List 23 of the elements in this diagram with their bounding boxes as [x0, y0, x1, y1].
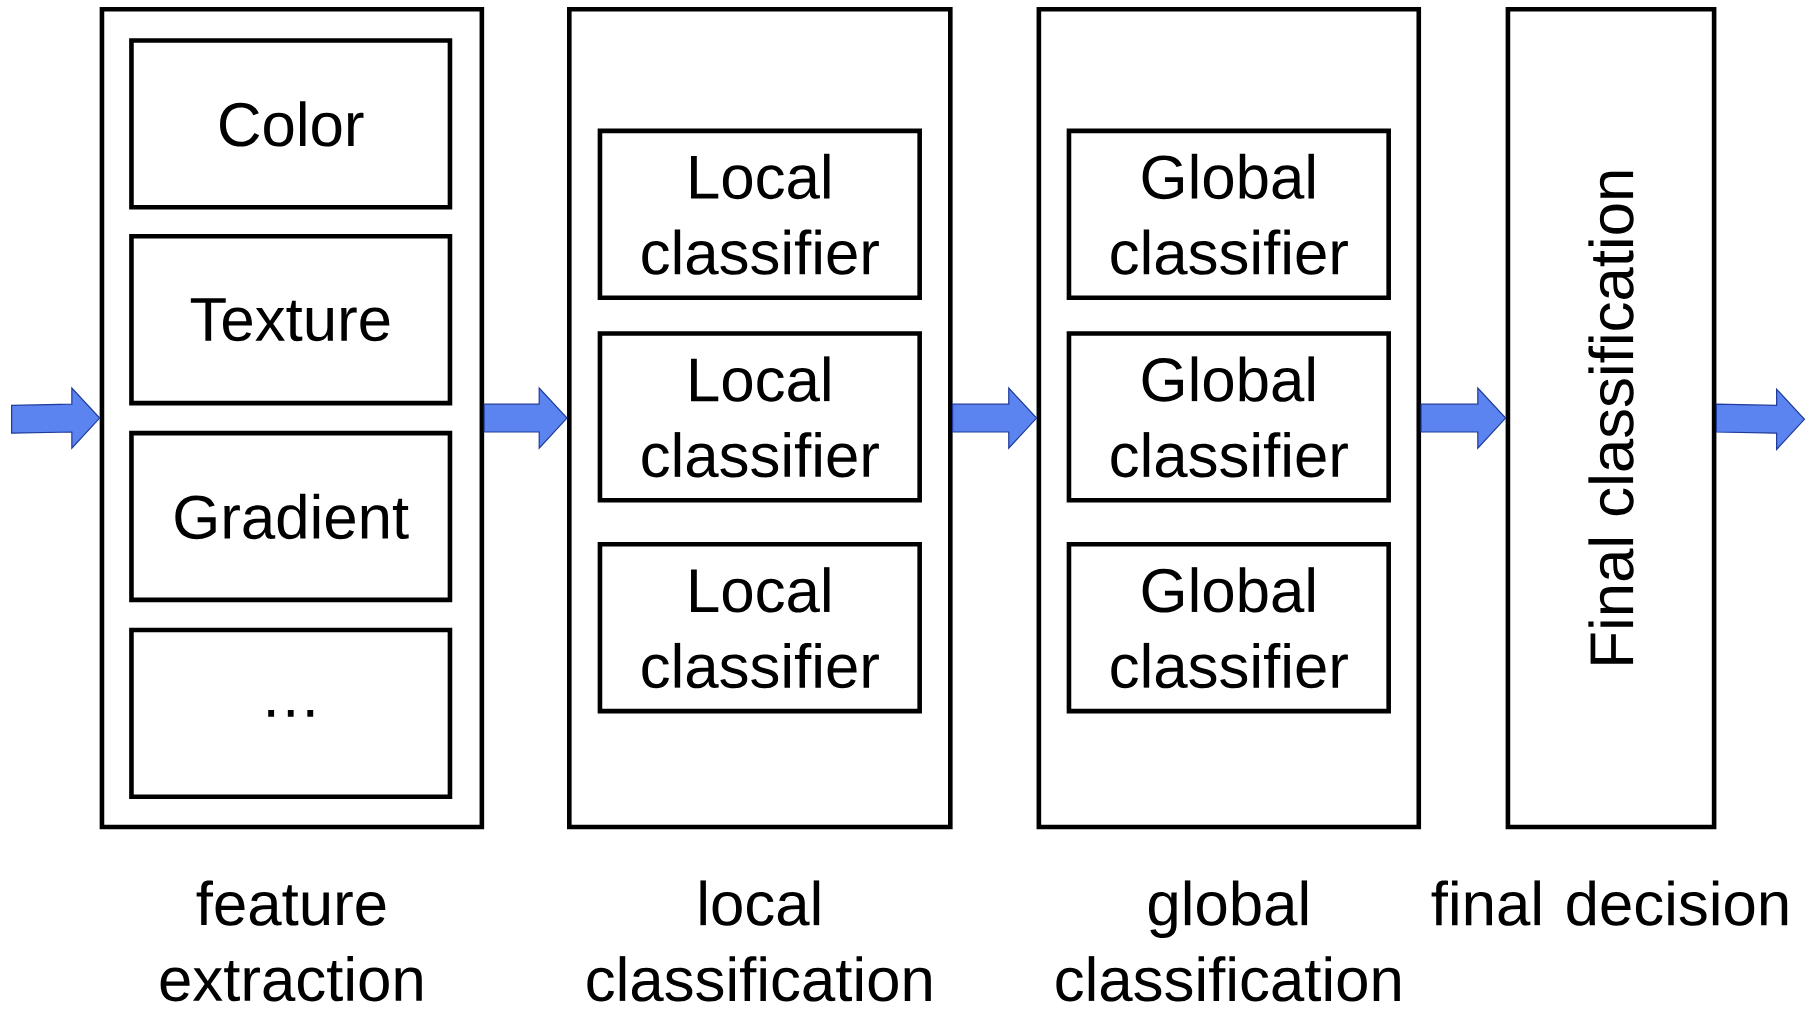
block-arrow [952, 386, 1038, 450]
block-arrow [1715, 387, 1806, 451]
block-arrow [1420, 386, 1507, 450]
process-box: … [129, 627, 453, 800]
stage-box [1036, 6, 1422, 830]
stage-caption: final decision [1431, 880, 1788, 926]
stage-caption: global classification [1056, 880, 1400, 1002]
stage-box: Final classification [1505, 6, 1717, 830]
process-box: Local classifier [597, 331, 922, 503]
stage-caption: feature extraction [160, 880, 422, 1002]
block-arrow [11, 386, 101, 450]
process-box: Global classifier [1066, 128, 1391, 300]
stage-box [567, 6, 953, 830]
process-box: Local classifier [597, 128, 922, 300]
process-box: Local classifier [597, 542, 922, 714]
process-box: Texture [129, 234, 453, 406]
block-arrow [483, 386, 568, 450]
stage-box [99, 6, 485, 830]
process-box: Global classifier [1066, 542, 1391, 714]
process-box: Color [129, 38, 453, 210]
process-box: Global classifier [1066, 331, 1391, 503]
stage-caption: local classification [587, 880, 931, 1002]
process-box: Gradient [129, 430, 453, 603]
